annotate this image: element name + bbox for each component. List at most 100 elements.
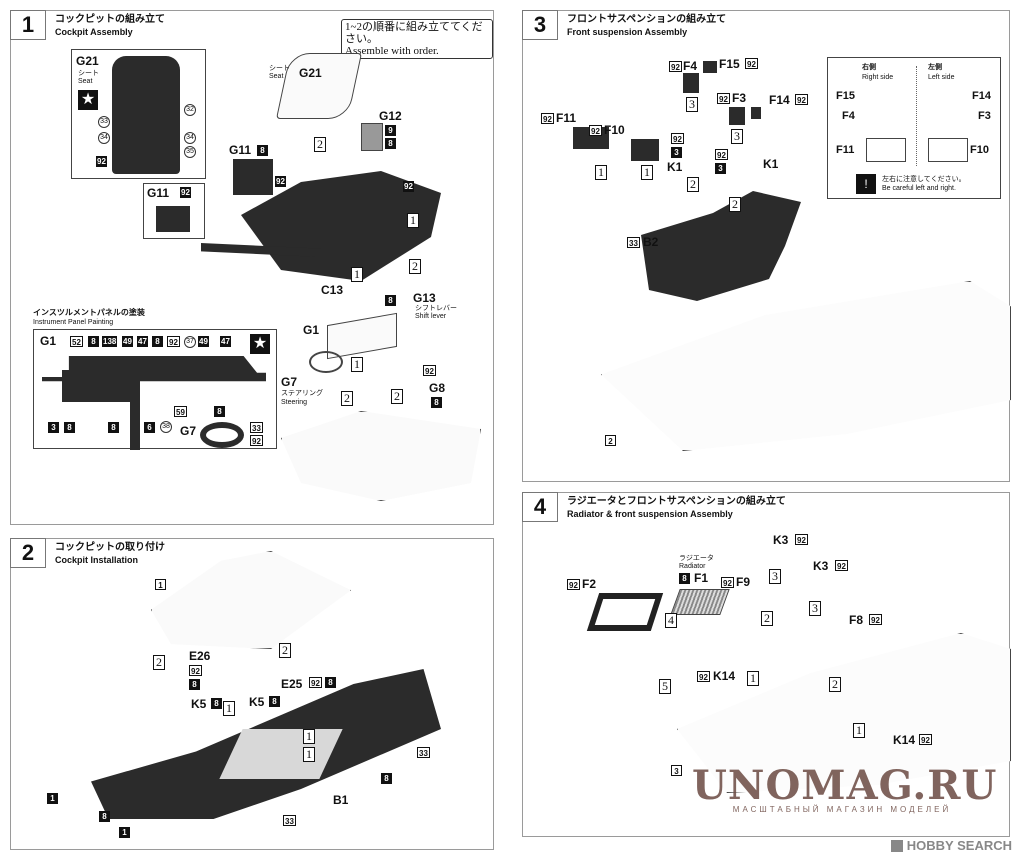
steering-part <box>309 351 343 373</box>
part-label: F4 <box>842 110 855 122</box>
step-order-marker: 3 <box>731 129 743 144</box>
part-label: F11 <box>556 111 577 125</box>
seat-belt-inset: G21 シート Seat ★ 32 33 34 34 35 92 <box>71 49 206 179</box>
f15-part <box>703 61 717 73</box>
b2-bodywork <box>641 191 801 301</box>
step-order-marker: 2 <box>391 389 403 404</box>
paint-code-tag: 92 <box>250 435 263 446</box>
step-order-marker: 4 <box>665 613 677 628</box>
part-label: インスツルメントパネルの塗装 <box>33 308 145 317</box>
part-label: 左右に注意してください。 <box>882 176 966 183</box>
part-label: F14 <box>769 93 790 107</box>
part-label: コックピットの組み立て <box>55 14 165 25</box>
drawing-element <box>130 390 140 450</box>
part-label: K14 <box>893 733 916 747</box>
drawing-element <box>62 370 140 402</box>
paint-code-tag: 8 <box>99 811 110 822</box>
g11-inset: G11 92 <box>143 183 205 239</box>
step-order-marker: 2 <box>279 643 291 658</box>
paint-code-tag: 92 <box>423 365 436 376</box>
step-order-marker: 2 <box>341 391 353 406</box>
paint-code-tag: 8 <box>385 295 396 306</box>
part-label: シート <box>78 70 99 77</box>
part-label: B1 <box>333 793 349 807</box>
instrument-panel-box: G1 ★ 52 8 138 49 47 8 92 37 49 47 3 8 8 … <box>33 329 277 450</box>
paint-code-tag: 8 <box>325 677 336 688</box>
step-order-marker: 1 <box>407 213 419 228</box>
order-note: 1~2の順番に組み立ててください。Assemble with order. <box>341 19 493 59</box>
g11-part <box>233 159 273 195</box>
paint-code-tag: 8 <box>88 336 99 347</box>
part-label: F15 <box>719 57 740 71</box>
paint-code-tag: 8 <box>211 698 222 709</box>
part-label: K3 <box>773 533 789 547</box>
step-order-marker: 1 <box>595 165 607 180</box>
step-order-marker: 1 <box>351 357 363 372</box>
part-label: Left side <box>928 74 955 81</box>
part-label: F10 <box>604 123 625 137</box>
cockpit-assembly-outline <box>151 551 351 649</box>
part-label: ラジエータ <box>679 555 714 562</box>
paint-code-tag: 92 <box>309 677 322 688</box>
step-order-marker: 1 <box>641 165 653 180</box>
paint-code-tag: 47 <box>220 336 231 347</box>
paint-code-tag: 8 <box>152 336 163 347</box>
paint-code-tag: 49 <box>122 336 133 347</box>
watermark: UNOMAG.RU МАСШТАБНЫЙ МАГАЗИН МОДЕЛЕЙ <box>692 762 998 814</box>
paint-code-tag: 34 <box>184 132 196 144</box>
paint-code-tag: 92 <box>697 671 710 682</box>
part-label: K5 <box>191 697 207 711</box>
watermark-text: UNOMAG.RU <box>692 762 998 809</box>
f10-part <box>631 139 659 161</box>
radiator-part <box>670 589 730 615</box>
paint-code-tag: 92 <box>835 560 848 571</box>
part-label: F3 <box>978 110 991 122</box>
paint-code-tag: 3 <box>671 765 682 776</box>
step-order-marker: 1 <box>853 723 865 738</box>
part-label: G21 <box>299 66 322 80</box>
part-label: F15 <box>836 90 855 102</box>
part-label: K1 <box>763 157 779 171</box>
f14-part <box>751 107 761 119</box>
part-label: K5 <box>249 695 265 709</box>
paint-code-tag: 92 <box>403 181 414 192</box>
part-label: 1~2の順番に組み立ててください。 <box>345 21 483 45</box>
paint-code-tag: 8 <box>108 422 119 433</box>
paint-code-tag: 33 <box>283 815 296 826</box>
part-label: Steering <box>281 399 308 406</box>
part-label: F4 <box>683 59 698 73</box>
part-label: シフトレバー <box>415 305 457 312</box>
seat-part <box>275 53 363 119</box>
part-label: K1 <box>667 160 683 174</box>
paint-code-tag: 92 <box>669 61 682 72</box>
part-label: F14 <box>972 90 991 102</box>
star-icon: ★ <box>78 90 98 110</box>
part-label: G1 <box>40 334 57 348</box>
paint-code-tag: 92 <box>795 94 808 105</box>
part-label: K14 <box>713 669 736 683</box>
part-label: B2 <box>643 235 659 249</box>
paint-code-tag: 37 <box>184 336 196 348</box>
paint-code-tag: 1 <box>119 827 130 838</box>
paint-code-tag: 38 <box>160 421 172 433</box>
part-label: Radiator <box>679 563 706 570</box>
paint-code-tag: 8 <box>64 422 75 433</box>
paint-code-tag: 47 <box>137 336 148 347</box>
paint-code-tag: 92 <box>745 58 758 69</box>
part-label: F8 <box>849 613 864 627</box>
part-label: Instrument Panel Painting <box>33 319 114 326</box>
part-label: F2 <box>582 577 597 591</box>
part-label: C13 <box>321 283 344 297</box>
paint-code-tag: 138 <box>102 336 118 347</box>
f4-part <box>683 73 699 93</box>
step-order-marker: 1 <box>303 747 315 762</box>
part-label: Seat <box>269 73 284 80</box>
drawing-element <box>156 206 190 232</box>
chassis-outline <box>601 281 1011 451</box>
paint-code-tag: 33 <box>98 116 110 128</box>
star-icon: ★ <box>250 334 270 354</box>
logo-icon <box>890 839 903 852</box>
